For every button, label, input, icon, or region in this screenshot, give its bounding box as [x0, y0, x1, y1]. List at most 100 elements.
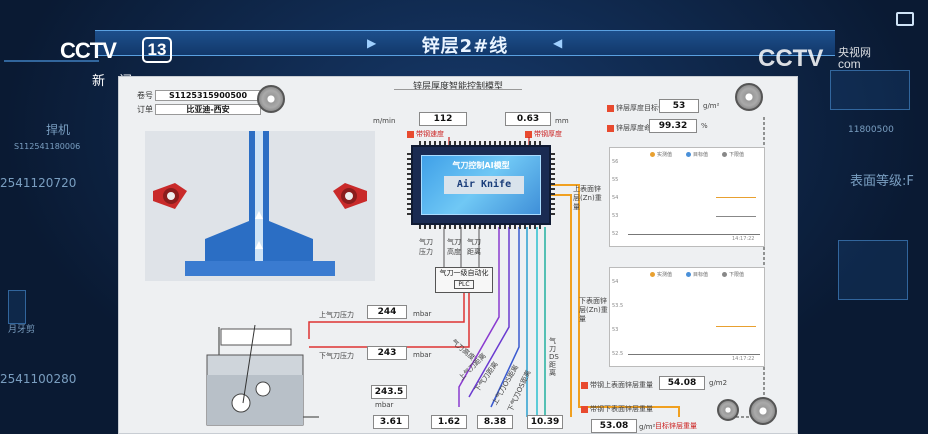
cctv-com-logo: CCTV — [758, 45, 824, 72]
machine-icon — [8, 290, 26, 324]
upper-weight-unit: g/m2 — [709, 379, 728, 387]
roller-icon — [257, 85, 285, 113]
side-label: 11800500 — [848, 125, 894, 135]
y-tick-label: 53 — [612, 213, 619, 219]
cctv-com-sub: 央视网 — [838, 46, 871, 59]
series-line — [716, 196, 756, 198]
side-label: 捍机 — [46, 123, 71, 137]
legend-item: 下限值 — [722, 271, 744, 278]
divider — [394, 89, 522, 90]
chip-input-label: 气刀距离 — [467, 238, 481, 256]
x-axis — [628, 354, 760, 355]
air-knife-diagram — [145, 131, 375, 281]
legend-item: 实测值 — [650, 271, 672, 278]
hit-rate-label: 锌层厚度命中率 — [607, 123, 665, 133]
plc-box: 气刀一级自动化 PLC — [435, 267, 493, 293]
y-tick-label: 52.5 — [612, 351, 624, 357]
hit-rate-value: 99.32 — [649, 119, 697, 133]
chip-input-label: 气刀压力 — [419, 238, 433, 256]
y-tick-label: 55 — [612, 177, 619, 183]
bottom-value-3: 8.38 — [477, 415, 513, 429]
thickness-label: 带钢厚度 — [525, 129, 562, 139]
right-side-panel: 11800500 表面等级:F — [808, 0, 928, 434]
legend-item: 目标值 — [686, 271, 708, 278]
side-label: 2541100280 — [0, 372, 77, 386]
panel-title: 锌层厚度智能控制模型 — [412, 82, 503, 92]
y-tick-label: 56 — [612, 159, 619, 165]
window-icon[interactable] — [896, 12, 914, 26]
side-label: 2541120720 — [0, 176, 77, 190]
pressure-avg-unit: mbar — [375, 401, 394, 409]
x-axis — [628, 234, 760, 235]
hit-rate-unit: % — [701, 122, 708, 130]
y-tick-label: 53 — [612, 327, 619, 333]
roller-icon — [717, 399, 739, 421]
upper-pressure-unit: mbar — [413, 310, 432, 318]
y-tick-label: 52 — [612, 231, 619, 237]
zinc-pot — [203, 324, 305, 429]
chip-pins — [419, 141, 543, 145]
side-label: S112541180006 — [14, 142, 81, 151]
lower-pressure-value: 243 — [367, 346, 407, 360]
lower-zinc-chart: 实测值 目标值 下限值 54 53.5 53 52.5 14:17:22 — [609, 267, 765, 367]
chip-input-label: 气刀高度 — [447, 238, 461, 256]
upper-pressure-value: 244 — [367, 305, 407, 319]
y-tick-label: 54 — [612, 195, 619, 201]
lower-pressure-unit: mbar — [413, 351, 432, 359]
air-knife-label: Air Knife — [444, 176, 524, 194]
chip-pins — [419, 225, 543, 229]
lower-weight-label: 带钢下表面锌层重量 — [581, 404, 653, 414]
lower-weight-value: 53.08 — [591, 419, 637, 433]
plc-tag: PLC — [454, 280, 474, 289]
speed-value: 112 — [419, 112, 467, 126]
bottom-value-4: 10.39 — [527, 415, 563, 429]
series-line — [716, 216, 756, 217]
side-label: 月牙剪 — [8, 325, 36, 335]
chip-pins — [407, 153, 411, 217]
page-title: 锌层2#线 — [421, 36, 509, 57]
chip-core: 气刀控制AI模型 Air Knife — [421, 155, 541, 215]
plc-title: 气刀一级自动化 — [439, 269, 489, 277]
target-label: 锌层厚度目标值 — [607, 103, 665, 113]
cctv-logo: CCTV — [60, 38, 117, 63]
diag-label: 气刀DS距离 — [549, 337, 559, 377]
ai-model-chip: 气刀控制AI模型 Air Knife — [407, 141, 555, 229]
legend-item: 目标值 — [686, 151, 708, 158]
bottom-value-1: 3.61 — [373, 415, 409, 429]
roller-icon — [735, 83, 763, 111]
speed-unit: m/min — [373, 117, 396, 125]
thickness-unit: mm — [555, 117, 569, 125]
upper-chart-label: 上表面锌层(Zn)重量 — [573, 185, 602, 211]
target-unit: g/m² — [703, 102, 720, 110]
x-tick-label: 14:17:22 — [732, 236, 755, 242]
conveyor-line — [4, 60, 99, 62]
y-tick-label: 53.5 — [612, 303, 624, 309]
upper-weight-value: 54.08 — [659, 376, 705, 390]
machine-icon — [830, 70, 910, 110]
y-tick-label: 54 — [612, 279, 619, 285]
x-tick-label: 14:17:22 — [732, 356, 755, 362]
chip-pins — [551, 153, 555, 217]
order-label: 订单 — [137, 104, 153, 114]
header-bar: ▶ ◀ 锌层2#线 — [95, 30, 835, 57]
legend-item: 下限值 — [722, 151, 744, 158]
chip-title: 气刀控制AI模型 — [452, 161, 510, 170]
bottom-value-2: 1.62 — [431, 415, 467, 429]
channel-logo: 13 — [142, 37, 172, 63]
target-weight-tag: 目标锌层重量 — [655, 422, 697, 430]
coil-label: 卷号 — [137, 90, 153, 100]
pressure-avg-value: 243.5 — [371, 385, 407, 399]
series-line — [716, 326, 756, 328]
roller-icon — [749, 397, 777, 425]
lower-pressure-label: 下气刀压力 — [319, 352, 354, 360]
legend-item: 实测值 — [650, 151, 672, 158]
upper-zinc-chart: 实测值 目标值 下限值 56 55 54 53 52 14:17:22 — [609, 147, 765, 247]
speed-label: 带钢速度 — [407, 129, 444, 139]
machine-icon — [838, 240, 908, 300]
upper-pressure-label: 上气刀压力 — [319, 311, 354, 319]
upper-weight-label: 带钢上表面锌层重量 — [581, 380, 653, 390]
thickness-value: 0.63 — [505, 112, 551, 126]
chevron-left-icon: ◀ — [553, 36, 563, 50]
target-value: 53 — [659, 99, 699, 113]
zinc-control-panel: 锌层厚度智能控制模型 卷号 S1125315900500 订单 比亚迪-西安 m… — [118, 76, 798, 434]
